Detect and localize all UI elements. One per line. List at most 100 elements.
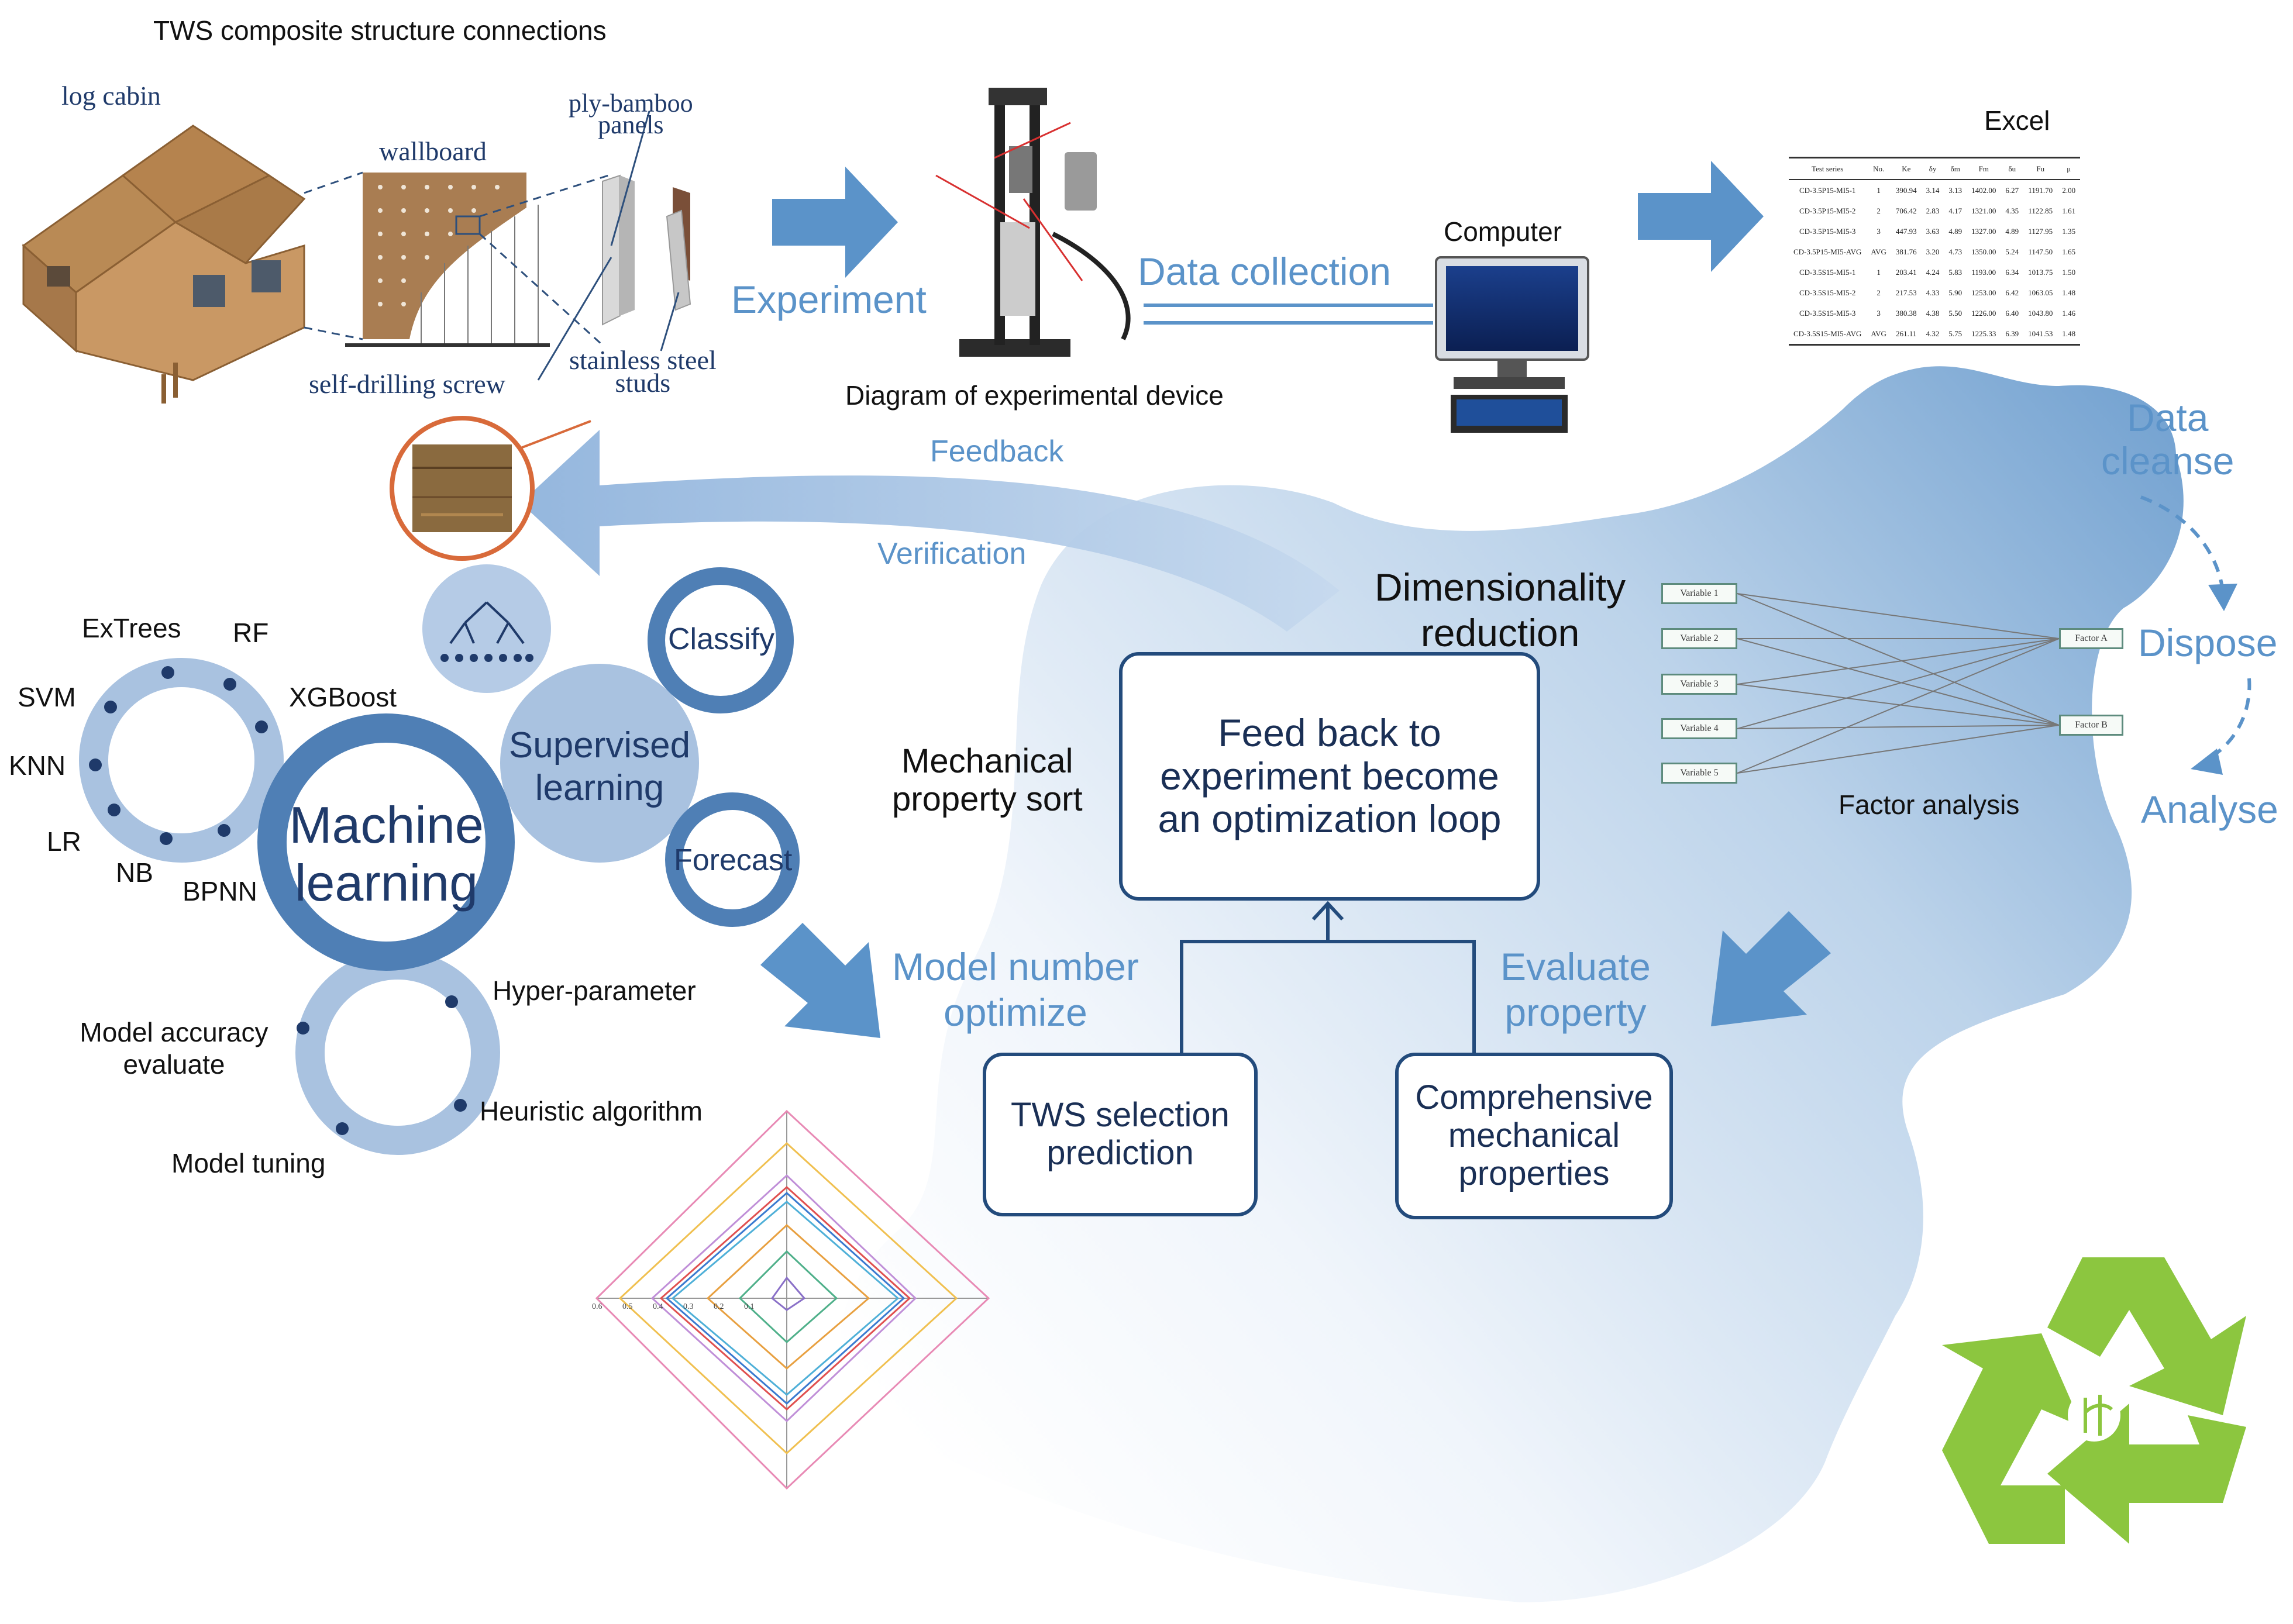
machine-learning-circle bbox=[257, 713, 515, 971]
excel-cell: 1.61 bbox=[2062, 206, 2076, 215]
excel-cell: 4.35 bbox=[2005, 206, 2019, 215]
excel-cell: 6.34 bbox=[2005, 267, 2019, 277]
data-collection-label: Data collection bbox=[1138, 250, 1391, 293]
excel-cell: 3.13 bbox=[1948, 185, 1963, 195]
evaluate-property-label: Evaluate property bbox=[1500, 945, 1651, 1034]
algo-lr: LR bbox=[47, 826, 81, 857]
excel-header-cell: Ke bbox=[1902, 164, 1911, 173]
excel-cell: 390.94 bbox=[1895, 185, 1917, 195]
excel-cell: 1321.00 bbox=[1971, 206, 1996, 215]
tuning-heuristic-algorithm: Heuristic algorithm bbox=[480, 1096, 703, 1126]
factor-b: Factor B bbox=[2059, 715, 2123, 736]
excel-cell: 1041.53 bbox=[2028, 329, 2053, 338]
algorithms-ring bbox=[79, 658, 284, 863]
excel-cell: 3 bbox=[1877, 226, 1881, 236]
excel-header-cell: Fu bbox=[2036, 164, 2045, 173]
comprehensive-properties-box: Comprehensive mechanical properties bbox=[1395, 1053, 1673, 1219]
excel-cell: 5.24 bbox=[2005, 247, 2019, 256]
arrow-analyse-to-evaluate bbox=[1711, 911, 1831, 1026]
excel-cell: 4.89 bbox=[1948, 226, 1963, 236]
algorithms-ring-dots bbox=[89, 666, 268, 845]
radar-tick: 0.1 bbox=[744, 1302, 755, 1311]
computer-label: Computer bbox=[1444, 216, 1562, 247]
excel-cell: AVG bbox=[1871, 247, 1886, 256]
feedback-label: Feedback bbox=[930, 435, 1064, 468]
ply-bamboo-label: ply-bamboo panels bbox=[569, 89, 693, 140]
excel-cell: 5.90 bbox=[1948, 288, 1963, 297]
excel-cell: 1.48 bbox=[2062, 329, 2076, 338]
excel-table: Test series No. Ke δy δm Fm δu Fu μ CD-3… bbox=[1789, 157, 2081, 346]
excel-cell: 706.42 bbox=[1895, 206, 1917, 215]
excel-cell: 5.75 bbox=[1948, 329, 1963, 338]
excel-cell: CD-3.5P15-MI5-2 bbox=[1799, 206, 1856, 215]
excel-cell: 2.00 bbox=[2062, 185, 2076, 195]
excel-header-cell: δu bbox=[2008, 164, 2016, 173]
classify-circle bbox=[648, 567, 794, 713]
classify-label: Classify bbox=[668, 622, 775, 656]
tuning-model-tuning: Model tuning bbox=[171, 1148, 326, 1178]
excel-cell: 1225.33 bbox=[1971, 329, 1996, 338]
excel-cell: 6.42 bbox=[2005, 288, 2019, 297]
specimen-photo-circle bbox=[390, 416, 591, 561]
excel-cell: CD-3.5S15-MI5-AVG bbox=[1793, 329, 1862, 338]
excel-cell: 6.27 bbox=[2005, 185, 2019, 195]
excel-cell: 1191.70 bbox=[2028, 185, 2053, 195]
excel-cell: 1226.00 bbox=[1971, 308, 1996, 318]
factor-a: Factor A bbox=[2059, 628, 2123, 649]
excel-cell: 217.53 bbox=[1895, 288, 1917, 297]
tuning-ring-dots bbox=[297, 995, 467, 1135]
arrow-to-excel bbox=[1638, 161, 1764, 272]
excel-cell: 1.50 bbox=[2062, 267, 2076, 277]
tuning-model-accuracy: Model accuracy evaluate bbox=[80, 1017, 268, 1080]
excel-cell: 1 bbox=[1877, 185, 1881, 195]
supervised-circle bbox=[500, 664, 699, 863]
excel-cell: 3.14 bbox=[1926, 185, 1940, 195]
tuning-ring bbox=[295, 950, 500, 1155]
excel-header-cell: μ bbox=[2067, 164, 2071, 173]
algo-nb: NB bbox=[116, 857, 153, 888]
tuning-hyper-parameter: Hyper-parameter bbox=[493, 975, 696, 1006]
excel-cell: 1.46 bbox=[2062, 308, 2076, 318]
radar-tick: 0.6 bbox=[592, 1302, 602, 1311]
excel-cell: 1.35 bbox=[2062, 226, 2076, 236]
machine-learning-label: Machine learning bbox=[289, 796, 484, 912]
excel-cell: 1193.00 bbox=[1971, 267, 1996, 277]
dashed-arrow-dispose-analyse bbox=[2204, 678, 2251, 762]
factor-variable-5: Variable 5 bbox=[1661, 763, 1737, 784]
verification-label: Verification bbox=[877, 537, 1027, 571]
radar-tick: 0.5 bbox=[622, 1302, 633, 1311]
excel-cell: 1127.95 bbox=[2028, 226, 2053, 236]
arrow-ml-to-optimize bbox=[760, 923, 880, 1038]
excel-cell: 1 bbox=[1877, 267, 1881, 277]
arrow-to-experiment bbox=[772, 167, 898, 278]
factor-paths bbox=[1737, 593, 2060, 774]
analyse-label: Analyse bbox=[2141, 788, 2278, 831]
diagram-title: TWS composite structure connections bbox=[153, 15, 607, 46]
factor-variable-3: Variable 3 bbox=[1661, 674, 1737, 695]
excel-cell: 447.93 bbox=[1895, 226, 1917, 236]
excel-header-cell: Fm bbox=[1978, 164, 1989, 173]
excel-header-cell: Test series bbox=[1812, 164, 1844, 173]
excel-cell: 6.40 bbox=[2005, 308, 2019, 318]
excel-cell: 1063.05 bbox=[2028, 288, 2053, 297]
excel-cell: CD-3.5S15-MI5-1 bbox=[1799, 267, 1856, 277]
dashed-arrowhead-2 bbox=[2191, 749, 2223, 775]
wallboard-illustration bbox=[304, 171, 609, 347]
log-cabin-illustration bbox=[22, 125, 306, 404]
excel-cell: 5.50 bbox=[1948, 308, 1963, 318]
excel-cell: 4.89 bbox=[2005, 226, 2019, 236]
excel-cell: 381.76 bbox=[1895, 247, 1917, 256]
excel-cell: 1122.85 bbox=[2028, 206, 2053, 215]
excel-cell: 2 bbox=[1877, 288, 1881, 297]
stainless-steel-studs-label: stainless steel studs bbox=[569, 345, 717, 398]
radar-tick: 0.3 bbox=[683, 1302, 694, 1311]
excel-cell: 6.39 bbox=[2005, 329, 2019, 338]
